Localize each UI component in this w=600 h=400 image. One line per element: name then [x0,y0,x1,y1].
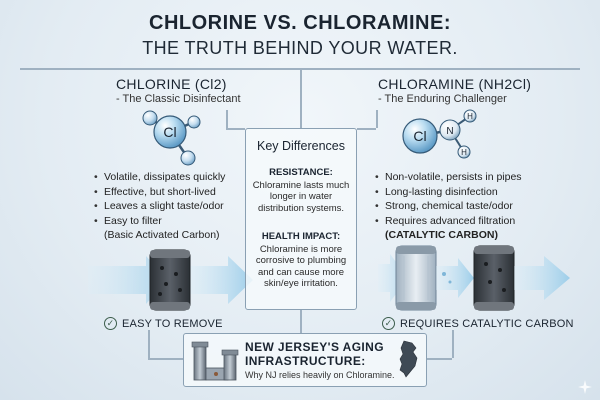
chlorine-heading: CHLORINE (Cl2) [116,76,227,92]
list-item: Requires advanced filtration [375,214,522,229]
center-divider-bottom [300,310,302,333]
list-item: (CATALYTIC CARBON) [385,229,498,241]
health-section: HEALTH IMPACT: Chloramine is more corros… [246,231,356,290]
h1-atom-label: H [467,112,473,121]
center-divider-top [300,68,302,128]
new-jersey-heading: NEW JERSEY'S AGING INFRASTRUCTURE: [245,340,384,368]
resistance-label: RESISTANCE: [269,167,333,178]
pipe-icon [191,341,239,381]
right-divider [452,330,454,358]
list-item: Non-volatile, persists in pipes [375,170,522,185]
keybox-connector-right-v [376,110,378,128]
list-item: (Basic Activated Carbon) [104,229,220,241]
list-item: Volatile, dissipates quickly [94,170,225,185]
sparkle-icon [578,380,592,394]
cl-atom-label: Cl [413,128,426,144]
chlorine-badge-label: EASY TO REMOVE [122,317,223,330]
chloramine-bullets: Non-volatile, persists in pipes Long-las… [375,170,522,243]
key-differences-box: Key Differences RESISTANCE: Chloramine l… [245,128,357,310]
chlorine-molecule-icon: Cl [142,110,201,166]
check-icon: ✓ [104,317,117,330]
title-line-1: CHLORINE VS. CHLORAMINE: [149,12,451,34]
list-item: Strong, chemical taste/odor [375,199,522,214]
health-text: Chloramine is more corrosive to plumbing… [255,243,347,290]
new-jersey-text: Why NJ relies heavily on Chloramine. [245,370,395,380]
chlorine-badge: ✓ EASY TO REMOVE [104,317,223,330]
chloramine-badge: ✓ REQUIRES CATALYTIC CARBON [382,317,574,330]
chloramine-heading: CHLORAMINE (NH2Cl) [378,76,532,92]
n-atom-label: N [446,126,453,137]
check-icon: ✓ [382,317,395,330]
right-connector [427,358,452,360]
list-item: Effective, but short-lived [94,185,225,200]
chloramine-filter-illustration [378,245,570,311]
keybox-connector-right [357,128,376,130]
health-label: HEALTH IMPACT: [261,231,341,242]
resistance-section: RESISTANCE: Chloramine lasts much longer… [246,167,356,214]
key-differences-heading: Key Differences [256,139,345,153]
chlorine-atom-label: Cl [163,124,176,140]
list-item: Easy to filter [94,214,225,229]
left-connector [148,358,183,360]
resistance-text: Chloramine lasts much longer in water di… [252,179,350,214]
chloramine-molecule-icon: Cl N H H [402,109,477,159]
chlorine-subtitle: - The Classic Disinfectant [116,93,241,105]
left-divider [148,330,150,358]
h2-atom-label: H [461,148,467,157]
chlorine-bullets: Volatile, dissipates quickly Effective, … [94,170,225,243]
chloramine-subtitle: - The Enduring Challenger [378,93,507,105]
chlorine-filter-illustration [88,249,253,311]
title-line-2: THE TRUTH BEHIND YOUR WATER. [142,38,458,58]
list-item: Long-lasting disinfection [375,185,522,200]
keybox-connector-left-v [226,110,228,128]
chloramine-badge-label: REQUIRES CATALYTIC CARBON [400,317,574,330]
keybox-connector-left [226,128,245,130]
list-item: Leaves a slight taste/odor [94,199,225,214]
new-jersey-map-icon [399,340,418,378]
